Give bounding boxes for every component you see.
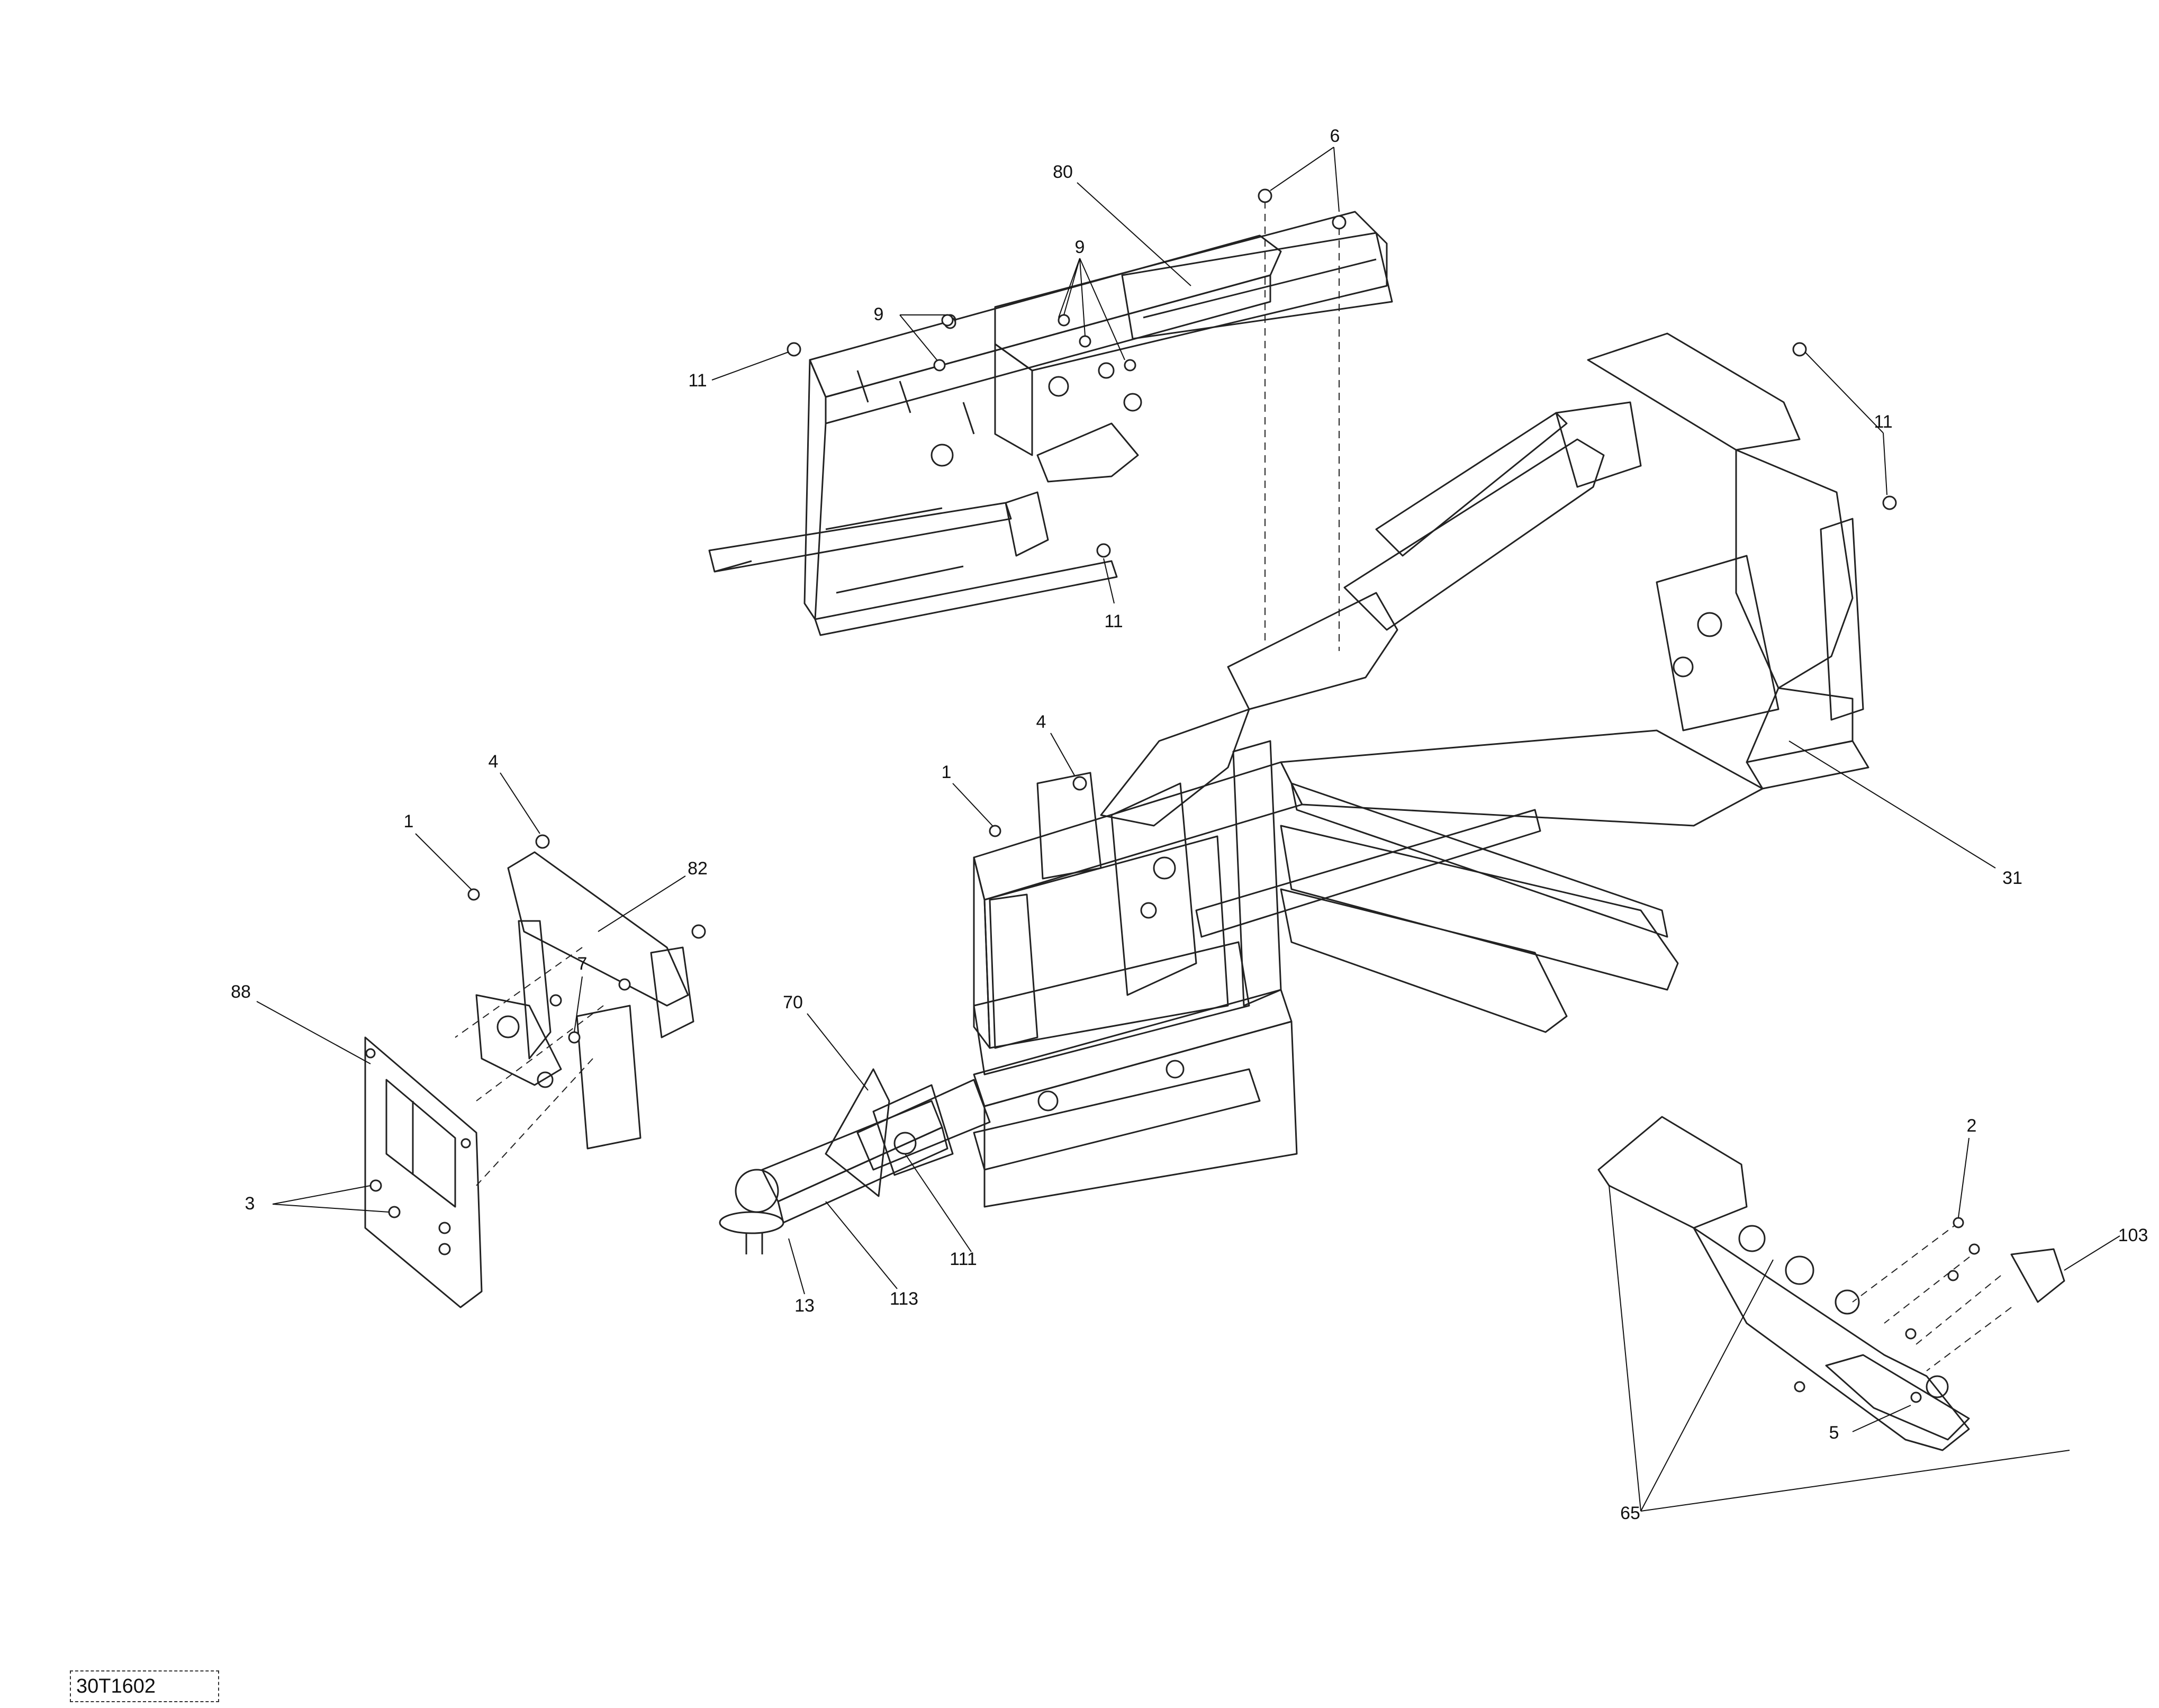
callout-3: 3 xyxy=(245,1194,255,1214)
callout-9: 9 xyxy=(1075,237,1085,257)
callout-11: 11 xyxy=(1874,412,1892,432)
callout-1: 1 xyxy=(404,811,414,832)
callout-65: 65 xyxy=(1620,1503,1640,1523)
leader-lines xyxy=(256,147,2120,1512)
callout-113: 113 xyxy=(890,1289,918,1309)
main-frame-drawing xyxy=(856,332,1869,1208)
callout-7: 7 xyxy=(577,954,588,974)
callout-111: 111 xyxy=(950,1249,977,1269)
hitch-assembly-drawing xyxy=(719,1068,954,1254)
callout-labels: 6 80 9 9 11 11 11 4 1 4 1 82 7 88 3 70 3… xyxy=(231,126,2148,1523)
callout-70: 70 xyxy=(783,992,803,1013)
callout-4: 4 xyxy=(1036,712,1046,732)
callout-4: 4 xyxy=(489,752,499,772)
callout-31: 31 xyxy=(2002,868,2022,888)
callout-103: 103 xyxy=(2118,1225,2148,1245)
callout-9: 9 xyxy=(874,304,884,324)
callout-1: 1 xyxy=(942,762,952,782)
dashed-assembly-lines xyxy=(455,201,2012,1371)
right-bracket-drawing xyxy=(1597,1116,2065,1451)
callout-88: 88 xyxy=(231,982,251,1002)
callout-5: 5 xyxy=(1829,1423,1839,1443)
diagram-reference-code: 30T1602 xyxy=(70,1670,219,1702)
callout-11: 11 xyxy=(1104,611,1123,631)
callout-80: 80 xyxy=(1053,162,1073,182)
callout-11: 11 xyxy=(688,370,707,391)
callout-82: 82 xyxy=(688,858,708,879)
callout-2: 2 xyxy=(1967,1116,1977,1136)
callout-13: 13 xyxy=(794,1296,815,1316)
fasteners xyxy=(369,188,1980,1403)
callout-6: 6 xyxy=(1330,126,1340,146)
front-bracket-drawing xyxy=(364,851,694,1308)
upper-subframe-drawing xyxy=(708,211,1393,636)
